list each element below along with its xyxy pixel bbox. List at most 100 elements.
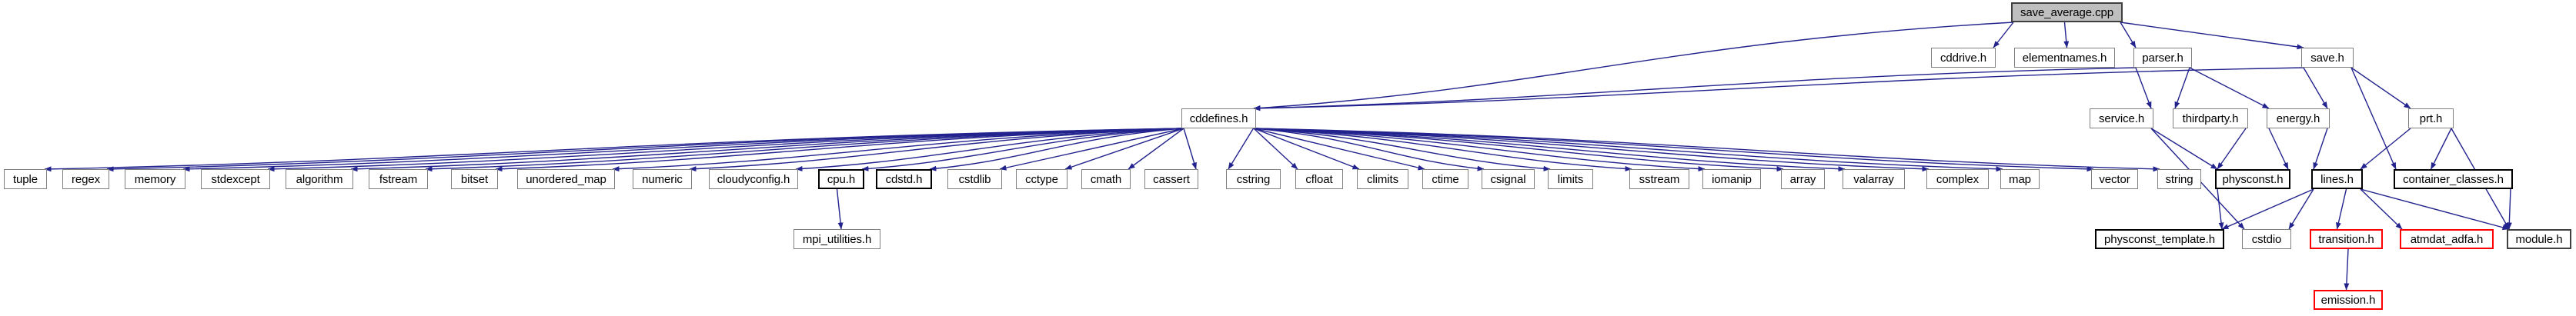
graph-node-label: physconst_template.h <box>2104 232 2215 246</box>
graph-node-label: cloudyconfig.h <box>717 172 790 186</box>
graph-node-cctype[interactable]: cctype <box>1016 169 1067 189</box>
graph-node-limits[interactable]: limits <box>1548 169 1593 189</box>
graph-node-memory[interactable]: memory <box>125 169 185 189</box>
graph-node-cstdio[interactable]: cstdio <box>2242 229 2291 249</box>
graph-node-label: atmdat_adfa.h <box>2410 232 2484 246</box>
graph-node-cmath[interactable]: cmath <box>1081 169 1131 189</box>
graph-node-label: elementnames.h <box>2022 51 2107 65</box>
graph-node-cdstd-h[interactable]: cdstd.h <box>876 169 932 189</box>
graph-node-module-h[interactable]: module.h <box>2507 229 2571 249</box>
graph-edge <box>2303 67 2328 109</box>
graph-node-label: complex <box>1936 172 1980 186</box>
graph-node-complex[interactable]: complex <box>1926 169 1989 189</box>
graph-edge <box>1128 128 1184 170</box>
graph-edge <box>612 128 1184 172</box>
graph-node-string[interactable]: string <box>2157 169 2201 189</box>
graph-node-elementnames-h[interactable]: elementnames.h <box>2014 48 2115 68</box>
graph-node-label: tuple <box>12 172 38 186</box>
graph-node-bitset[interactable]: bitset <box>451 169 498 189</box>
graph-node-cstring[interactable]: cstring <box>1226 169 1281 189</box>
graph-node-label: climits <box>1367 172 1398 186</box>
graph-node-save-average-cpp[interactable]: save_average.cpp <box>2011 2 2123 22</box>
graph-node-cloudyconfig-h[interactable]: cloudyconfig.h <box>709 169 798 189</box>
graph-node-ctime[interactable]: ctime <box>1422 169 1468 189</box>
graph-node-algorithm[interactable]: algorithm <box>286 169 353 189</box>
graph-node-energy-h[interactable]: energy.h <box>2267 108 2330 128</box>
graph-node-array[interactable]: array <box>1781 169 1825 189</box>
graph-edge <box>2217 128 2247 170</box>
graph-node-label: module.h <box>2515 232 2563 246</box>
graph-node-label: map <box>2009 172 2031 186</box>
graph-edge <box>1253 128 1706 172</box>
graph-node-label: numeric <box>642 172 683 186</box>
graph-node-label: cdstd.h <box>885 172 923 186</box>
graph-edge <box>1253 128 1632 171</box>
graph-node-cassert[interactable]: cassert <box>1144 169 1198 189</box>
graph-edge <box>1253 67 2304 111</box>
graph-node-mpi-utilities-h[interactable]: mpi_utilities.h <box>794 229 880 249</box>
graph-node-label: bitset <box>460 172 489 186</box>
graph-node-physconst-h[interactable]: physconst.h <box>2215 169 2290 189</box>
graph-node-label: container_classes.h <box>2403 172 2504 186</box>
graph-edge <box>861 128 1184 171</box>
graph-node-cstdlib[interactable]: cstdlib <box>947 169 1002 189</box>
graph-edge <box>836 188 844 230</box>
graph-edge <box>2120 22 2304 50</box>
graph-node-label: parser.h <box>2142 51 2183 65</box>
graph-node-emission-h[interactable]: emission.h <box>2314 290 2383 310</box>
graph-node-map[interactable]: map <box>2000 169 2040 189</box>
graph-node-stdexcept[interactable]: stdexcept <box>201 169 270 189</box>
graph-node-label: iomanip <box>1712 172 1752 186</box>
graph-edge <box>2344 248 2350 291</box>
graph-edge <box>1064 128 1184 170</box>
graph-edge <box>1253 128 2094 172</box>
graph-node-prt-h[interactable]: prt.h <box>2408 108 2454 128</box>
graph-node-parser-h[interactable]: parser.h <box>2133 48 2192 68</box>
graph-edge <box>1253 128 2003 172</box>
graph-node-climits[interactable]: climits <box>1357 169 1408 189</box>
graph-edge <box>2506 188 2512 230</box>
graph-node-container-classes-h[interactable]: container_classes.h <box>2394 169 2513 189</box>
graph-node-label: csignal <box>1490 172 1526 186</box>
graph-node-label: prt.h <box>2419 111 2443 125</box>
graph-node-label: unordered_map <box>526 172 606 186</box>
graph-node-sstream[interactable]: sstream <box>1629 169 1689 189</box>
graph-edge <box>1253 128 1784 172</box>
graph-node-atmdat-adfa-h[interactable]: atmdat_adfa.h <box>2400 229 2494 249</box>
graph-node-transition-h[interactable]: transition.h <box>2310 229 2383 249</box>
graph-node-physconst-template-h[interactable]: physconst_template.h <box>2095 229 2224 249</box>
graph-edge <box>2313 128 2328 170</box>
graph-edge <box>350 128 1184 172</box>
graph-edge <box>2360 188 2403 230</box>
graph-node-fstream[interactable]: fstream <box>369 169 428 189</box>
graph-node-unordered-map[interactable]: unordered_map <box>517 169 615 189</box>
graph-node-thirdparty-h[interactable]: thirdparty.h <box>2173 108 2248 128</box>
graph-node-label: save_average.cpp <box>2020 5 2113 19</box>
graph-node-save-h[interactable]: save.h <box>2301 48 2354 68</box>
graph-node-label: regex <box>71 172 101 186</box>
graph-node-cddrive-h[interactable]: cddrive.h <box>1931 48 1996 68</box>
graph-node-tuple[interactable]: tuple <box>4 169 47 189</box>
graph-node-valarray[interactable]: valarray <box>1843 169 1905 189</box>
graph-edge <box>44 128 1184 172</box>
graph-edge <box>929 128 1184 171</box>
graph-node-numeric[interactable]: numeric <box>633 169 692 189</box>
graph-node-label: lines.h <box>2320 172 2354 186</box>
graph-node-lines-h[interactable]: lines.h <box>2311 169 2363 189</box>
graph-edge <box>2120 22 2137 48</box>
graph-node-cfloat[interactable]: cfloat <box>1295 169 1343 189</box>
graph-edge <box>1253 128 1551 171</box>
graph-node-iomanip[interactable]: iomanip <box>1702 169 1761 189</box>
graph-edge <box>2217 188 2224 230</box>
graph-node-label: ctime <box>1432 172 1459 186</box>
graph-node-regex[interactable]: regex <box>62 169 109 189</box>
graph-node-label: fstream <box>379 172 418 186</box>
graph-node-label: array <box>1789 172 1816 186</box>
graph-node-service-h[interactable]: service.h <box>2090 108 2153 128</box>
graph-node-cddefines-h[interactable]: cddefines.h <box>1181 108 1256 128</box>
graph-edge <box>2336 188 2347 230</box>
graph-node-csignal[interactable]: csignal <box>1482 169 1535 189</box>
graph-node-cpu-h[interactable]: cpu.h <box>818 169 864 189</box>
graph-node-label: stdexcept <box>211 172 260 186</box>
graph-node-vector[interactable]: vector <box>2091 169 2138 189</box>
